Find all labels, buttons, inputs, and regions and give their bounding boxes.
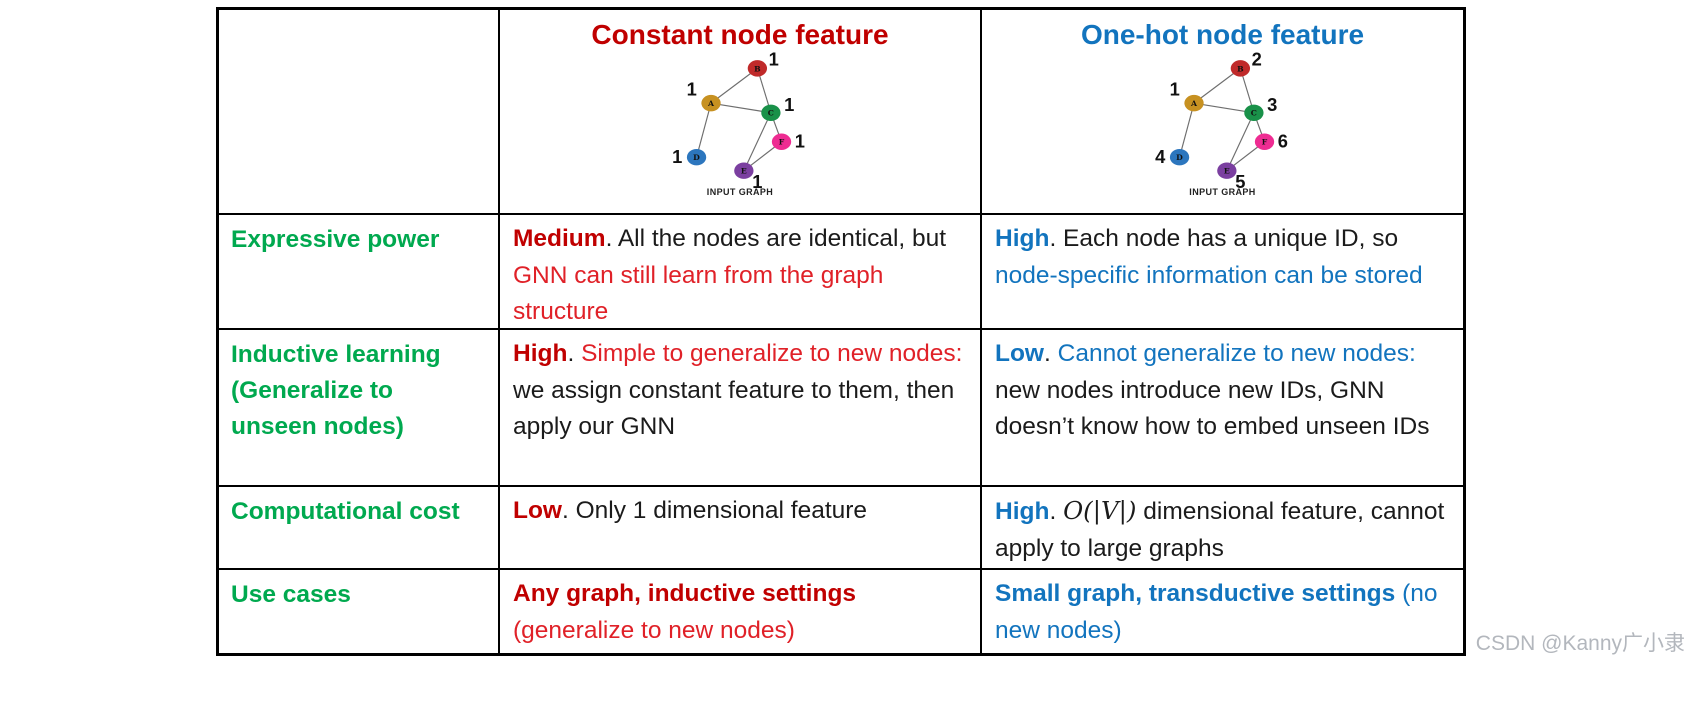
- text-span: dimensional feature, cannot apply to lar…: [995, 498, 1445, 562]
- column-title-constant: Constant node feature: [591, 19, 889, 50]
- text-span: Small graph, transductive settings: [995, 580, 1396, 607]
- node-feature-label: 2: [1251, 51, 1261, 69]
- node-letter: C: [1250, 109, 1256, 118]
- row-label-inductive-learning: Inductive learning (Generalize to unseen…: [219, 328, 498, 485]
- node-feature-label: 1: [1169, 78, 1179, 99]
- node-letter: D: [1176, 153, 1183, 162]
- graph-node-C: [1243, 104, 1264, 121]
- node-feature-label: 1: [752, 171, 762, 191]
- node-letter: A: [1190, 99, 1198, 108]
- text-span: Any graph, inductive settings: [513, 580, 857, 607]
- text-span: High: [513, 340, 568, 367]
- graph-edge: [1225, 112, 1254, 171]
- header-empty-cell: [219, 10, 498, 213]
- node-letter: A: [707, 99, 715, 108]
- graph-edge: [710, 67, 758, 104]
- row-label-computational-cost: Computational cost: [219, 485, 498, 568]
- node-feature-label: 1: [672, 146, 682, 167]
- text-span: . All the nodes are identical, but: [605, 225, 947, 252]
- cell-usecases-onehot: Small graph, transductive settings (no n…: [980, 568, 1463, 653]
- node-feature-label: 5: [1235, 171, 1245, 191]
- text-span: we assign constant feature to them, then…: [513, 376, 955, 441]
- column-title-onehot: One-hot node feature: [1080, 19, 1365, 50]
- text-span: .: [1044, 340, 1058, 367]
- text-span: High: [995, 498, 1050, 525]
- text-span: node-specific information can be stored: [995, 261, 1423, 289]
- graph-node-E: [734, 162, 754, 179]
- text-span: Simple to generalize to new nodes:: [581, 340, 963, 367]
- graph-node-B: [1230, 60, 1250, 77]
- text-span: new nodes introduce new IDs, GNN doesn’t…: [995, 376, 1430, 441]
- text-span: (generalize to new nodes): [513, 616, 795, 644]
- node-letter: E: [741, 167, 747, 176]
- text-span: (no new nodes): [995, 580, 1438, 644]
- node-letter: C: [768, 109, 774, 118]
- graph-edge: [743, 112, 772, 171]
- cell-inductive-constant: High. Simple to generalize to new nodes:…: [498, 328, 980, 485]
- text-span: GNN can still learn from the graph struc…: [513, 261, 884, 326]
- text-span: Low: [995, 340, 1044, 367]
- row-label-use-cases: Use cases: [219, 568, 498, 653]
- text-span: . Only 1 dimensional feature: [562, 497, 868, 524]
- input-graph-caption: INPUT GRAPH: [706, 187, 774, 197]
- node-letter: F: [1261, 138, 1267, 147]
- input-graph-caption: INPUT GRAPH: [1189, 187, 1256, 197]
- graph-node-A: [1183, 94, 1204, 112]
- node-letter: B: [1237, 64, 1244, 73]
- graph-node-A: [701, 94, 721, 112]
- cell-cost-constant: Low. Only 1 dimensional feature: [498, 485, 980, 568]
- graph-node-B: [747, 60, 768, 77]
- graph-node-C: [761, 104, 781, 121]
- watermark: CSDN @Kanny广小隶: [1475, 632, 1685, 655]
- text-span: O(|V|): [1063, 496, 1137, 525]
- graph-node-D: [1169, 149, 1189, 166]
- graph-edge: [1193, 102, 1254, 114]
- text-span: .: [1049, 498, 1064, 525]
- node-letter: D: [693, 153, 700, 162]
- cell-usecases-constant: Any graph, inductive settings (generaliz…: [498, 568, 980, 653]
- cell-inductive-onehot: Low. Cannot generalize to new nodes: new…: [980, 328, 1463, 485]
- graph-node-F: [1254, 133, 1274, 150]
- graph-node-F: [771, 133, 792, 150]
- graph-node-E: [1216, 162, 1237, 179]
- graph-edge: [1193, 67, 1241, 104]
- graph-edge: [695, 102, 712, 158]
- node-feature-label: 3: [1267, 94, 1277, 115]
- text-span: .: [567, 340, 582, 367]
- row-label-expressive-power: Expressive power: [219, 213, 498, 328]
- node-feature-label: 6: [1277, 131, 1287, 152]
- cell-cost-onehot: High. O(|V|) dimensional feature, cannot…: [980, 485, 1463, 568]
- node-letter: E: [1223, 167, 1229, 176]
- text-span: Medium: [513, 225, 606, 252]
- cell-expressive-constant: Medium. All the nodes are identical, but…: [498, 213, 980, 328]
- graph-edge: [1178, 102, 1195, 158]
- cell-expressive-onehot: High. Each node has a unique ID, so node…: [980, 213, 1463, 328]
- text-span: Cannot generalize to new nodes:: [1057, 340, 1416, 367]
- text-span: High: [995, 225, 1050, 252]
- node-letter: B: [754, 64, 761, 73]
- node-feature-label: 1: [795, 131, 805, 152]
- text-span: Low: [513, 497, 562, 524]
- graph-node-D: [686, 149, 707, 166]
- node-feature-label: 1: [769, 51, 779, 69]
- node-feature-label: 4: [1155, 146, 1166, 167]
- node-feature-label: 1: [784, 94, 794, 115]
- node-letter: F: [779, 138, 785, 147]
- graph-edge: [710, 102, 771, 114]
- text-span: . Each node has a unique ID, so: [1049, 225, 1399, 252]
- node-feature-label: 1: [687, 78, 697, 99]
